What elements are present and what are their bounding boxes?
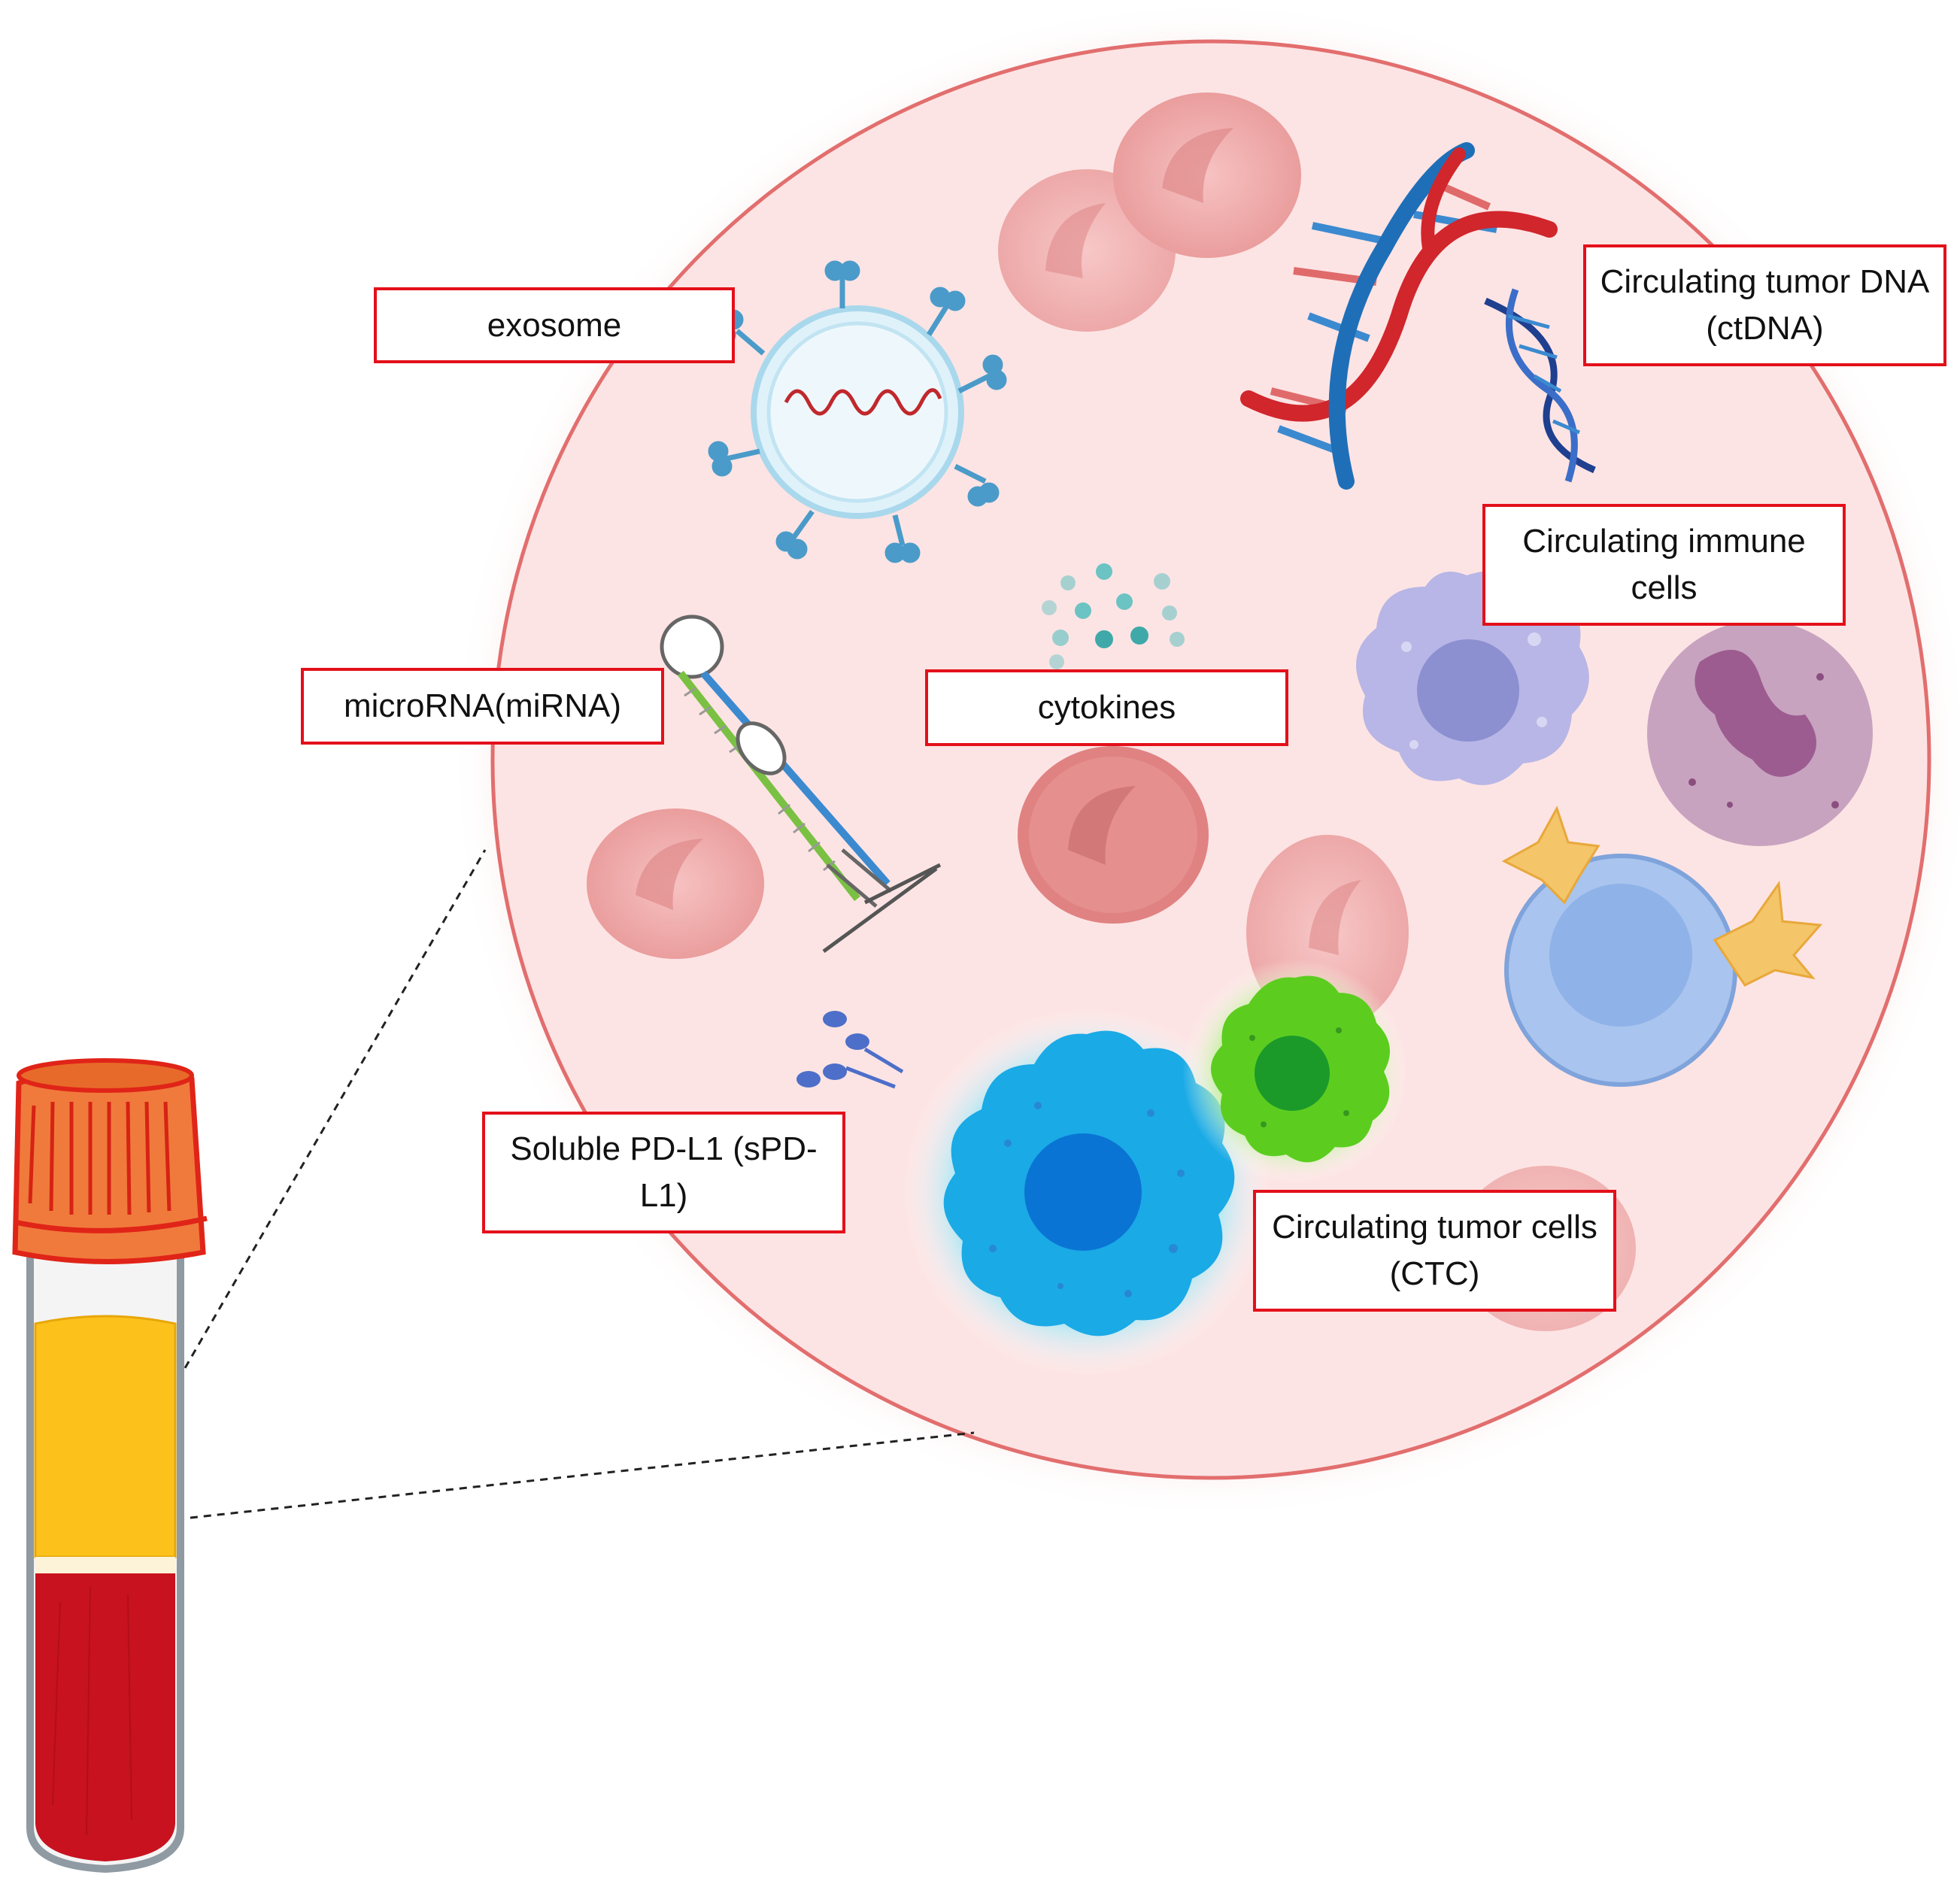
mirna-label: microRNA(miRNA) xyxy=(301,668,664,745)
blood-tube-illustration xyxy=(12,1058,208,1873)
ctdna-label: Circulating tumor DNA (ctDNA) xyxy=(1583,244,1946,366)
red-blood-cell xyxy=(1113,93,1301,258)
zoom-line-bottom xyxy=(176,1431,975,1521)
ctc-blue-cell xyxy=(903,1008,1271,1376)
cytokines-label: cytokines xyxy=(925,669,1288,746)
immune-cell-neutrophil xyxy=(1647,620,1873,846)
spdl1-illustration xyxy=(796,1011,904,1089)
ctc-green-cell xyxy=(1182,959,1408,1185)
exosome-illustration xyxy=(708,260,1007,563)
exosome-label: exosome xyxy=(374,287,735,363)
red-blood-cell xyxy=(1018,746,1209,924)
mirna-illustration xyxy=(660,614,942,954)
cytokines-illustration xyxy=(1042,563,1185,669)
ctdna-illustration xyxy=(1240,142,1596,490)
immune-cells-label: Circulating immune cells xyxy=(1482,504,1846,626)
zoom-line-top xyxy=(170,849,487,1392)
spdl1-label: Soluble PD-L1 (sPD-L1) xyxy=(482,1112,845,1233)
ctc-label: Circulating tumor cells (CTC) xyxy=(1253,1190,1616,1312)
immune-cell-lymphocyte xyxy=(1501,805,1823,1087)
red-blood-cell xyxy=(587,809,764,959)
